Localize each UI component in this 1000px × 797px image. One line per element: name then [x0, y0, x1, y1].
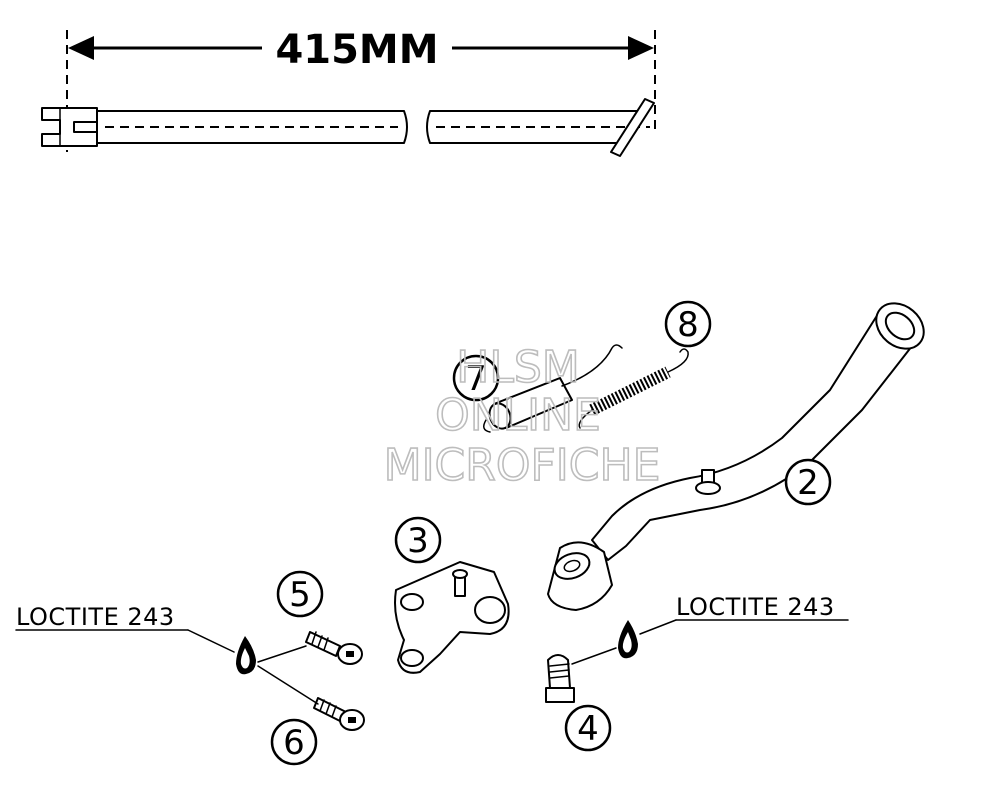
callout-7: 7 — [452, 354, 500, 402]
callout-6: 6 — [270, 718, 318, 766]
callout-3: 3 — [394, 516, 442, 564]
part-2-side-stand — [547, 302, 925, 611]
svg-text:8: 8 — [677, 305, 699, 345]
dimension-arrow-left — [68, 36, 262, 60]
dimension-group: 415MM — [66, 27, 656, 152]
svg-text:4: 4 — [577, 709, 599, 749]
svg-text:3: 3 — [407, 521, 429, 561]
callout-8: 8 — [664, 300, 712, 348]
loctite-note-left: LOCTITE 243 — [16, 603, 175, 631]
loctite-drop-left — [236, 636, 256, 675]
tool-bar — [41, 98, 655, 157]
dimension-label: 415MM — [275, 27, 438, 73]
svg-text:5: 5 — [289, 575, 311, 615]
part-6-screw — [313, 697, 365, 731]
callout-4: 4 — [564, 704, 612, 752]
svg-text:7: 7 — [465, 359, 487, 399]
loctite-drop-right — [618, 620, 638, 659]
watermark-line-3: MICROFICHE — [384, 440, 661, 491]
callout-5: 5 — [276, 570, 324, 618]
part-7-spring-sleeve — [483, 344, 623, 433]
watermark-line-2: ONLINE — [435, 390, 601, 441]
part-4-pivot-bolt — [545, 654, 575, 703]
callout-2: 2 — [784, 458, 832, 506]
watermark: HLSM ONLINE MICROFICHE — [383, 341, 661, 492]
watermark-line-1: HLSM — [456, 342, 580, 393]
part-8-spring — [578, 348, 689, 429]
leader-lines — [15, 619, 849, 705]
loctite-note-right: LOCTITE 243 — [676, 593, 835, 621]
svg-text:6: 6 — [283, 723, 305, 763]
part-5-screw — [305, 631, 363, 665]
svg-text:2: 2 — [797, 463, 819, 503]
part-3-bracket — [394, 561, 510, 674]
dimension-arrow-right — [452, 36, 654, 60]
